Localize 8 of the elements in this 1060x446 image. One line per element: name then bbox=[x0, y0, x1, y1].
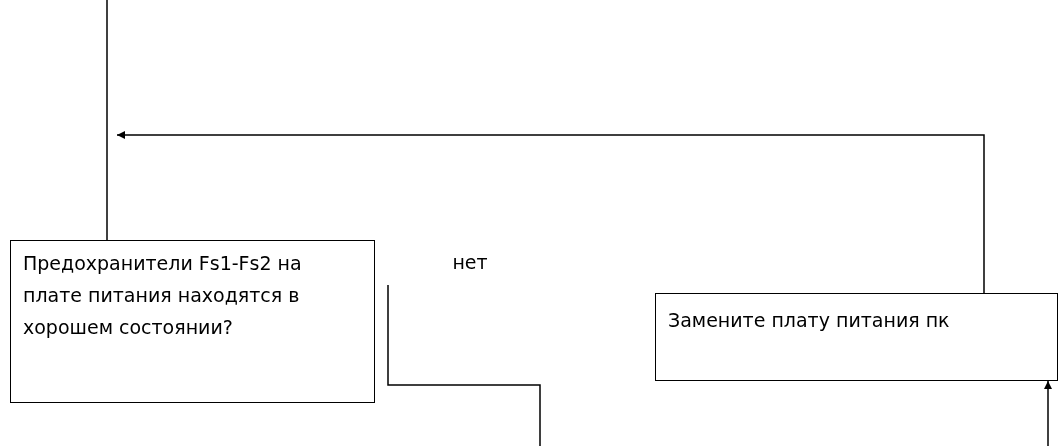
decision-box bbox=[10, 240, 375, 403]
connector-line bbox=[387, 284, 541, 446]
connector-line bbox=[106, 0, 108, 241]
process-box bbox=[655, 293, 1058, 381]
node-text: Предохранители Fs1-Fs2 на плате питания находятся в хорошем состоянии? bbox=[23, 251, 303, 340]
arrow bbox=[116, 131, 985, 294]
arrow bbox=[1044, 380, 1052, 446]
node-text: Замените плату питания пк bbox=[668, 308, 951, 333]
